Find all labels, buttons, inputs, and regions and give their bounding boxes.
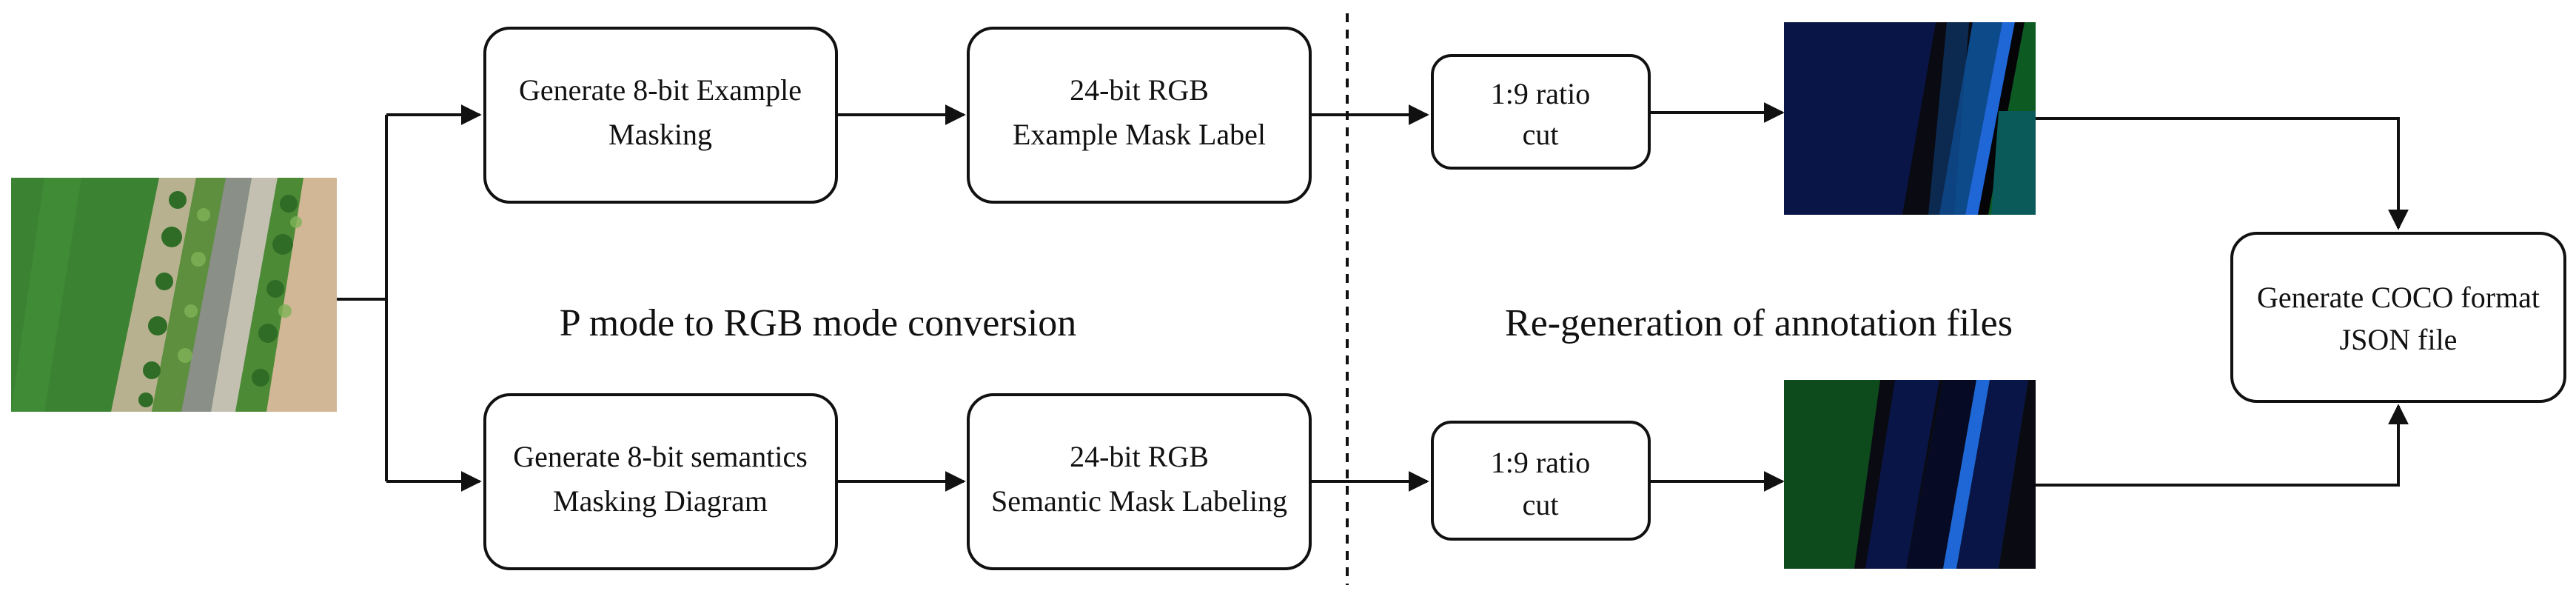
box-cut-top-line2: cut [1523,118,1559,151]
box-cut-top-line1: 1:9 ratio [1491,77,1590,110]
box-cut-top: 1:9 ratio cut [1431,54,1651,170]
box-cut-bottom: 1:9 ratio cut [1431,421,1651,541]
box-generate-example-masking-line2: Masking [608,118,712,151]
box-coco-json-line2: JSON file [2340,323,2458,356]
connectors [337,102,2409,492]
box-rgb-semantic-mask-labeling-line1: 24-bit RGB [1070,440,1209,473]
aerial-photo [11,178,337,412]
box-generate-semantic-masking: Generate 8-bit semantics Masking Diagram [483,393,838,570]
box-generate-semantic-masking-line2: Masking Diagram [553,484,768,518]
section-label-right: Re-generation of annotation files [1505,302,2013,344]
box-rgb-semantic-mask-labeling: 24-bit RGB Semantic Mask Labeling [967,393,1312,570]
box-generate-example-masking-line1: Generate 8-bit Example [519,73,802,107]
box-cut-bottom-line1: 1:9 ratio [1491,446,1590,479]
box-rgb-example-mask-label-line2: Example Mask Label [1013,118,1266,151]
box-cut-bottom-line2: cut [1523,488,1559,521]
box-generate-example-masking: Generate 8-bit Example Masking [483,27,838,204]
box-rgb-example-mask-label-line1: 24-bit RGB [1070,73,1209,107]
box-generate-semantic-masking-line1: Generate 8-bit semantics [513,440,808,473]
section-label-left: P mode to RGB mode conversion [560,302,1077,344]
box-rgb-semantic-mask-labeling-line2: Semantic Mask Labeling [991,484,1287,518]
box-coco-json: Generate COCO format JSON file [2230,232,2566,403]
box-coco-json-line1: Generate COCO format [2257,281,2540,314]
instance-mask-preview [1784,22,2036,215]
semantic-mask-preview [1784,380,2036,569]
box-rgb-example-mask-label: 24-bit RGB Example Mask Label [967,27,1312,204]
